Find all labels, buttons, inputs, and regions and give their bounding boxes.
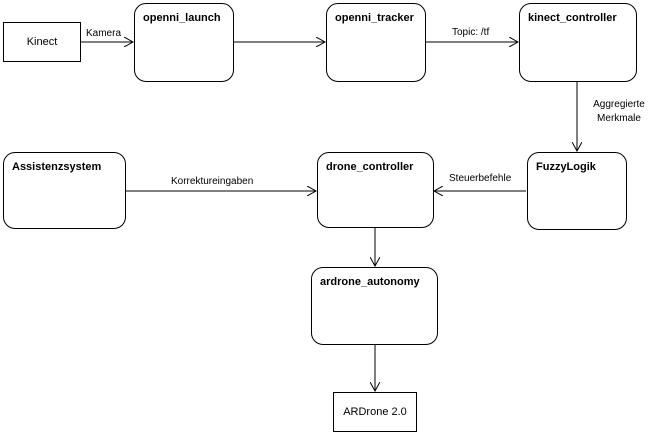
node-openni-launch-label: openni_launch [143, 12, 221, 24]
node-ardrone-autonomy-label: ardrone_autonomy [320, 276, 420, 288]
node-drone-controller-label: drone_controller [326, 161, 414, 173]
node-ardrone-label: ARDrone 2.0 [343, 406, 407, 418]
edge-label-topic-tf: Topic: /tf [452, 27, 490, 38]
node-assistenzsystem[interactable]: Assistenzsystem [3, 152, 126, 229]
node-ardrone-autonomy[interactable]: ardrone_autonomy [311, 267, 438, 345]
node-drone-controller[interactable]: drone_controller [317, 152, 434, 228]
node-ardrone[interactable]: ARDrone 2.0 [333, 392, 417, 432]
edge-label-aggregierte-line2: Merkmale [597, 113, 641, 124]
node-fuzzylogik-label: FuzzyLogik [536, 161, 596, 173]
node-openni-launch[interactable]: openni_launch [134, 3, 234, 82]
node-openni-tracker-label: openni_tracker [335, 12, 414, 24]
edge-label-korrektureingaben: Korrektureingaben [171, 176, 254, 187]
node-assistenzsystem-label: Assistenzsystem [12, 161, 102, 173]
node-kinect-label: Kinect [26, 36, 58, 48]
node-openni-tracker[interactable]: openni_tracker [326, 3, 426, 82]
node-kinect-controller-label: kinect_controller [528, 12, 617, 24]
node-kinect[interactable]: Kinect [3, 22, 81, 62]
edge-label-steuerbefehle: Steuerbefehle [449, 173, 512, 184]
edge-label-aggregierte-line1: Aggregierte [593, 99, 645, 110]
node-kinect-controller[interactable]: kinect_controller [519, 3, 637, 82]
edge-label-kamera: Kamera [86, 28, 122, 39]
edge-label-aggregierte-merkmale: Aggregierte Merkmale [583, 98, 655, 126]
node-fuzzylogik[interactable]: FuzzyLogik [527, 152, 627, 230]
